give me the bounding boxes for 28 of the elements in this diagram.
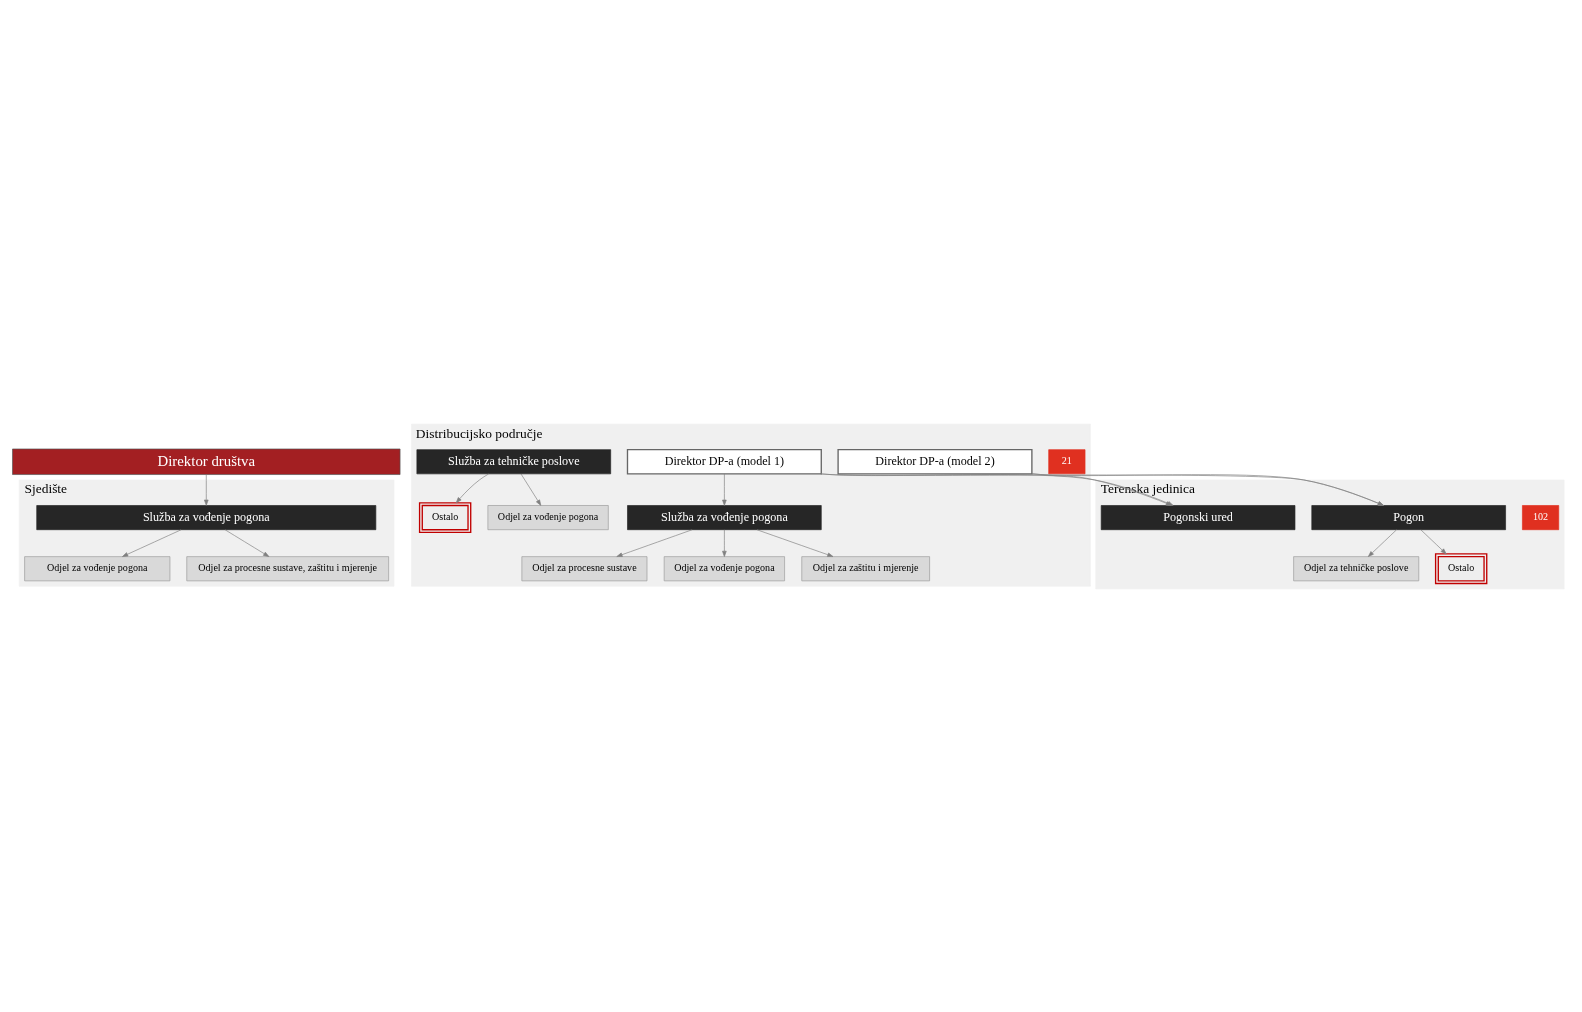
node-box: Direktor DP-a (model 1) (626, 448, 822, 475)
node-box: Odjel za vođenje pogona (24, 555, 171, 581)
node-box: Odjel za procesne sustave, zaštitu i mjerenje (186, 555, 389, 581)
arrow (1367, 529, 1397, 557)
node-box: 21 (1048, 448, 1086, 474)
arrow (756, 528, 834, 557)
node-box: Odjel za vođenje pogona (487, 504, 609, 530)
node-box: Služba za vođenje pogona (36, 504, 377, 530)
node-box: Služba za vođenje pogona (627, 504, 822, 530)
arrow (722, 473, 727, 506)
node-box: Služba za tehničke poslove (416, 448, 611, 474)
node-box: Direktor DP-a (model 2) (837, 448, 1033, 475)
node-box: Direktor društva (12, 448, 401, 475)
node-box: Odjel za zaštitu i mjerenje (801, 555, 930, 581)
node-box: 102 (1522, 504, 1560, 530)
arrow (520, 473, 542, 506)
node-box: Pogon (1311, 504, 1506, 530)
arrow (204, 473, 209, 506)
arrow (1420, 529, 1447, 554)
arrow (122, 529, 182, 557)
arrow (455, 473, 489, 503)
node-box: Odjel za tehničke poslove (1293, 555, 1420, 581)
node-box: Pogonski ured (1100, 504, 1296, 530)
arrow (722, 529, 727, 557)
node-box: Odjel za vođenje pogona (663, 555, 785, 581)
arrow (616, 528, 693, 557)
node-box: Odjel za procesne sustave (521, 555, 648, 581)
arrow (224, 529, 270, 557)
